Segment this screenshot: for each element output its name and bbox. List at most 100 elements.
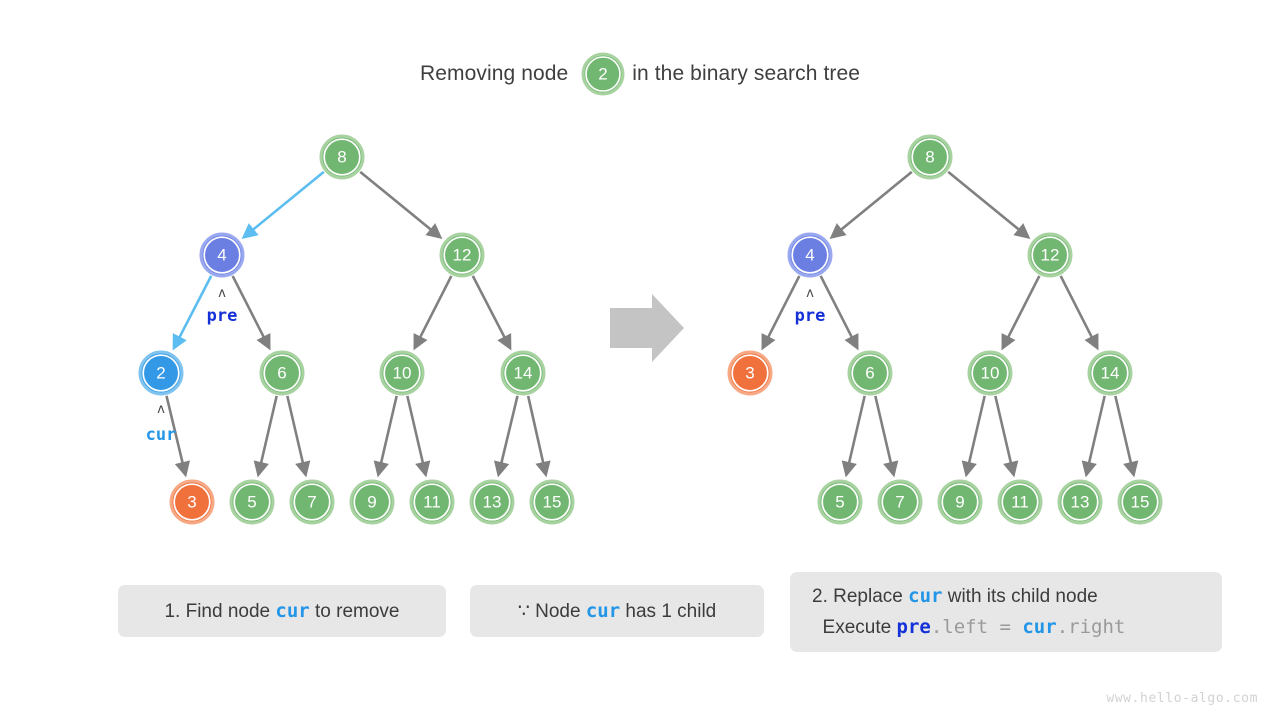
tree-node-value: 9: [367, 493, 376, 512]
tree-node-value: 8: [925, 148, 934, 167]
pointer-label-pre: pre: [795, 306, 826, 326]
tree-node-value: 2: [156, 364, 165, 383]
caption-text: to remove: [309, 600, 400, 622]
caption-line: ∵ Node cur has 1 child: [518, 596, 717, 627]
tree-node-13[interactable]: 13: [469, 479, 515, 525]
tree-edge: [829, 170, 913, 239]
tree-node-value: 4: [217, 246, 226, 265]
caption-line: 2. Replace cur with its child node: [812, 581, 1222, 612]
pointer-label-pre: pre: [207, 306, 238, 326]
caption-text: Execute: [812, 617, 897, 638]
tree-node-value: 11: [423, 493, 441, 512]
caption-step-1: 1. Find node cur to remove: [118, 585, 446, 637]
tree-node-4[interactable]: 4: [199, 232, 245, 278]
watermark: www.hello-algo.com: [1106, 691, 1258, 706]
tree-edge: [172, 275, 213, 351]
tree-edge: [241, 170, 325, 239]
tree-edge: [1001, 275, 1041, 351]
tree-node-5[interactable]: 5: [817, 479, 863, 525]
tree-node-10[interactable]: 10: [967, 350, 1013, 396]
tree-node-value: 3: [187, 493, 196, 512]
tree-node-value: 6: [865, 364, 874, 383]
tree-node-12[interactable]: 12: [1027, 232, 1073, 278]
tree-node-12[interactable]: 12: [439, 232, 485, 278]
tree-edge: [841, 395, 866, 478]
tree-edge: [1114, 395, 1139, 478]
tree-node-value: 4: [805, 246, 814, 265]
tree-node-4[interactable]: 4: [787, 232, 833, 278]
tree-node-14[interactable]: 14: [500, 350, 546, 396]
tree-node-15[interactable]: 15: [529, 479, 575, 525]
tree-edges: [165, 170, 551, 478]
caption-line: 1. Find node cur to remove: [164, 596, 399, 627]
tree-node-11[interactable]: 11: [409, 479, 455, 525]
tree-node-14[interactable]: 14: [1087, 350, 1133, 396]
code-fragment: =: [988, 616, 1023, 638]
tree-node-value: 11: [1011, 493, 1029, 512]
tree-edge: [761, 275, 801, 351]
tree-node-15[interactable]: 15: [1117, 479, 1163, 525]
tree-edge: [373, 395, 398, 478]
tree-node-value: 13: [1071, 493, 1090, 512]
title-node-2: 2: [574, 52, 632, 96]
tree-edge: [359, 170, 443, 239]
tree-node-13[interactable]: 13: [1057, 479, 1103, 525]
tree-node-2[interactable]: 2: [138, 350, 184, 396]
tree-node-5[interactable]: 5: [229, 479, 275, 525]
tree-edge: [493, 395, 519, 478]
tree-edge: [874, 395, 899, 478]
tree-node-value: 9: [955, 493, 964, 512]
tree-node-value: 13: [483, 493, 502, 512]
tree-node-6[interactable]: 6: [259, 350, 305, 396]
keyword-cur: cur: [908, 585, 943, 607]
tree-edge: [947, 170, 1031, 239]
tree-node-value: 14: [514, 364, 533, 383]
pointer-caret-icon: ʌ: [157, 402, 165, 417]
tree-node-7[interactable]: 7: [877, 479, 923, 525]
tree-node-10[interactable]: 10: [379, 350, 425, 396]
tree-edge: [526, 395, 551, 478]
title-node-value: 2: [599, 65, 608, 84]
transition-arrow-icon: [610, 294, 684, 362]
title-suffix: in the binary search tree: [632, 62, 861, 85]
tree-node-value: 10: [393, 364, 412, 383]
tree-node-11[interactable]: 11: [997, 479, 1043, 525]
caption-text: ∵ Node: [517, 600, 586, 622]
caption-line: Execute pre.left = cur.right: [812, 612, 1222, 643]
tree-node-7[interactable]: 7: [289, 479, 335, 525]
caption-text: with its child node: [942, 586, 1098, 607]
tree-node-8[interactable]: 8: [319, 134, 365, 180]
tree-edge: [819, 275, 859, 351]
tree-node-value: 5: [835, 493, 844, 512]
pointer-caret-icon: ʌ: [806, 286, 814, 301]
caption-text: has 1 child: [620, 600, 717, 622]
tree-edge: [253, 395, 278, 478]
tree-node-value: 14: [1101, 364, 1120, 383]
tree-node-value: 12: [1041, 246, 1060, 265]
tree-edge: [406, 395, 431, 478]
keyword-pre: pre: [896, 616, 931, 638]
caption-reason: ∵ Node cur has 1 child: [470, 585, 764, 637]
tree-edge: [1081, 395, 1106, 478]
keyword-cur: cur: [1022, 616, 1057, 638]
tree-node-3[interactable]: 3: [727, 350, 773, 396]
tree-node-value: 15: [1131, 493, 1150, 512]
tree-node-9[interactable]: 9: [937, 479, 983, 525]
code-fragment: .right: [1056, 616, 1126, 638]
tree-node-6[interactable]: 6: [847, 350, 893, 396]
tree-node-value: 5: [247, 493, 256, 512]
caption-text: 2. Replace: [812, 586, 909, 607]
code-fragment: .left: [930, 616, 989, 638]
tree-node-value: 10: [981, 364, 1000, 383]
tree-edge: [231, 275, 271, 351]
tree-node-8[interactable]: 8: [907, 134, 953, 180]
tree-node-value: 15: [543, 493, 562, 512]
keyword-cur: cur: [275, 599, 310, 622]
pointer-label-cur: cur: [146, 425, 177, 445]
tree-node-9[interactable]: 9: [349, 479, 395, 525]
tree-node-value: 7: [895, 493, 904, 512]
tree-node-3[interactable]: 3: [169, 479, 215, 525]
title-prefix: Removing node: [419, 62, 575, 85]
tree-edge: [961, 395, 986, 478]
